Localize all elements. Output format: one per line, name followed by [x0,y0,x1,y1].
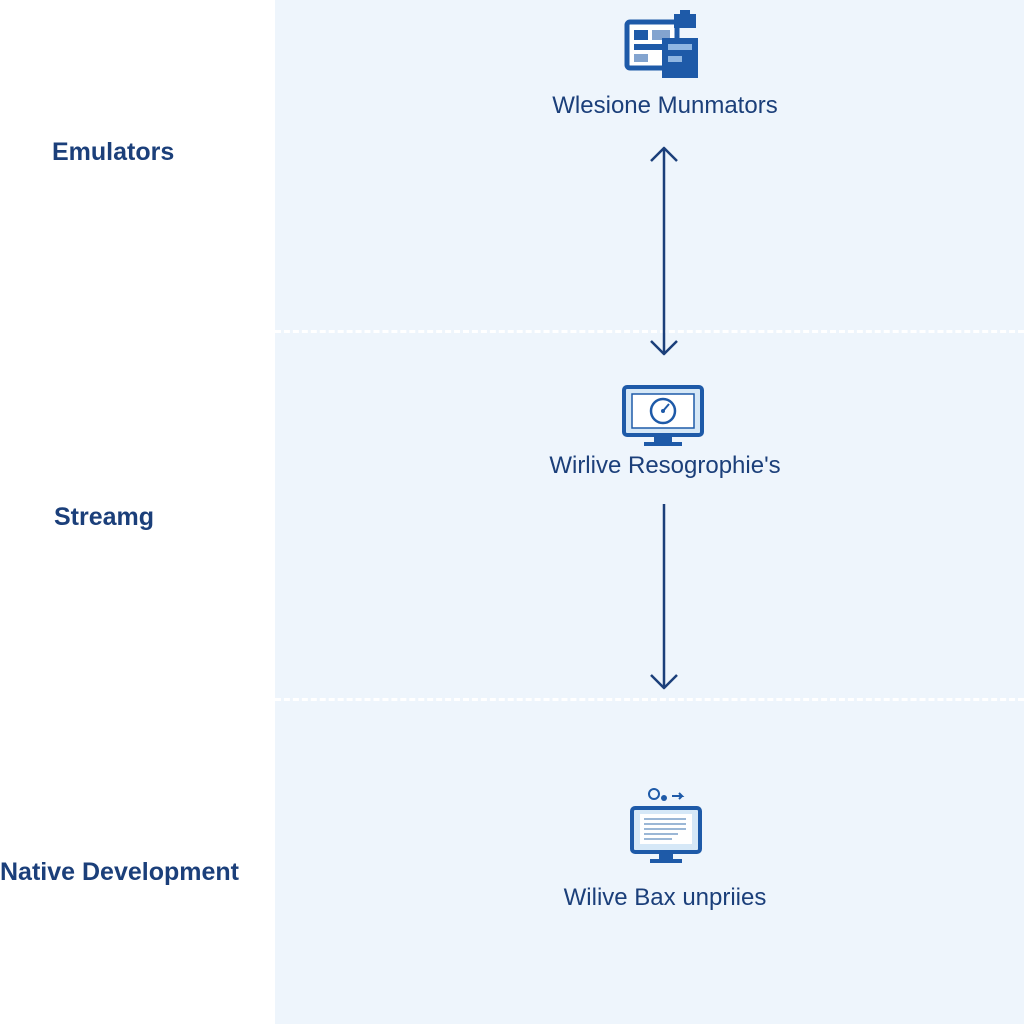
node-label: Wlesione Munmators [552,92,778,119]
down-arrow-connector [650,504,678,690]
node-label: Wirlive Resogrophie's [549,452,781,479]
row-label-streaming: Streamg [54,503,155,531]
monitor-gauge-icon [622,385,704,446]
node-label: Wilive Bax unpriies [563,884,767,911]
row-label-column: Emulators Streamg Native Development [0,0,275,1024]
row-divider [275,330,1024,333]
row-divider [275,698,1024,701]
double-arrow-connector [650,146,678,356]
row-label-native-development: Native Development [0,858,239,886]
monitor-document-icon [630,788,702,863]
server-stack-icon [624,10,698,78]
row-label-emulators: Emulators [52,138,175,166]
